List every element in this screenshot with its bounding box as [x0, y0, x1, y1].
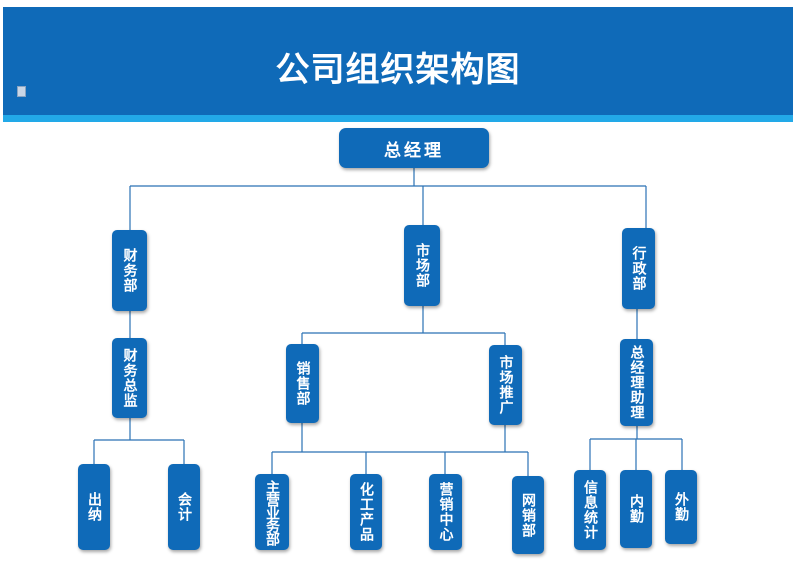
node-gm-assistant[interactable]: 总经理助理 — [620, 339, 653, 426]
node-sales-dept[interactable]: 销售部 — [286, 344, 319, 423]
header-stripe — [3, 115, 793, 122]
node-finance-dept[interactable]: 财务部 — [112, 230, 147, 311]
node-main-business-dept[interactable]: 主营业务部 — [255, 474, 289, 550]
node-admin-dept[interactable]: 行政部 — [622, 228, 655, 309]
node-general-manager[interactable]: 总经理 — [339, 128, 489, 168]
node-internal-staff[interactable]: 内勤 — [620, 470, 652, 548]
node-external-staff[interactable]: 外勤 — [665, 470, 697, 544]
header-banner: 公司组织架构图 — [3, 7, 793, 115]
node-market-promotion[interactable]: 市场推广 — [489, 345, 522, 425]
node-accountant[interactable]: 会计 — [168, 464, 200, 550]
page-title: 公司组织架构图 — [275, 50, 521, 90]
document-icon — [17, 86, 26, 97]
node-online-sales-dept[interactable]: 网销部 — [512, 476, 544, 554]
node-marketing-center[interactable]: 营销中心 — [429, 474, 462, 550]
node-cashier[interactable]: 出纳 — [78, 464, 110, 550]
node-market-dept[interactable]: 市场部 — [404, 225, 440, 306]
node-info-statistics[interactable]: 信息统计 — [574, 470, 606, 550]
node-finance-director[interactable]: 财务总监 — [112, 338, 147, 418]
node-chemical-products[interactable]: 化工产品 — [350, 474, 382, 550]
